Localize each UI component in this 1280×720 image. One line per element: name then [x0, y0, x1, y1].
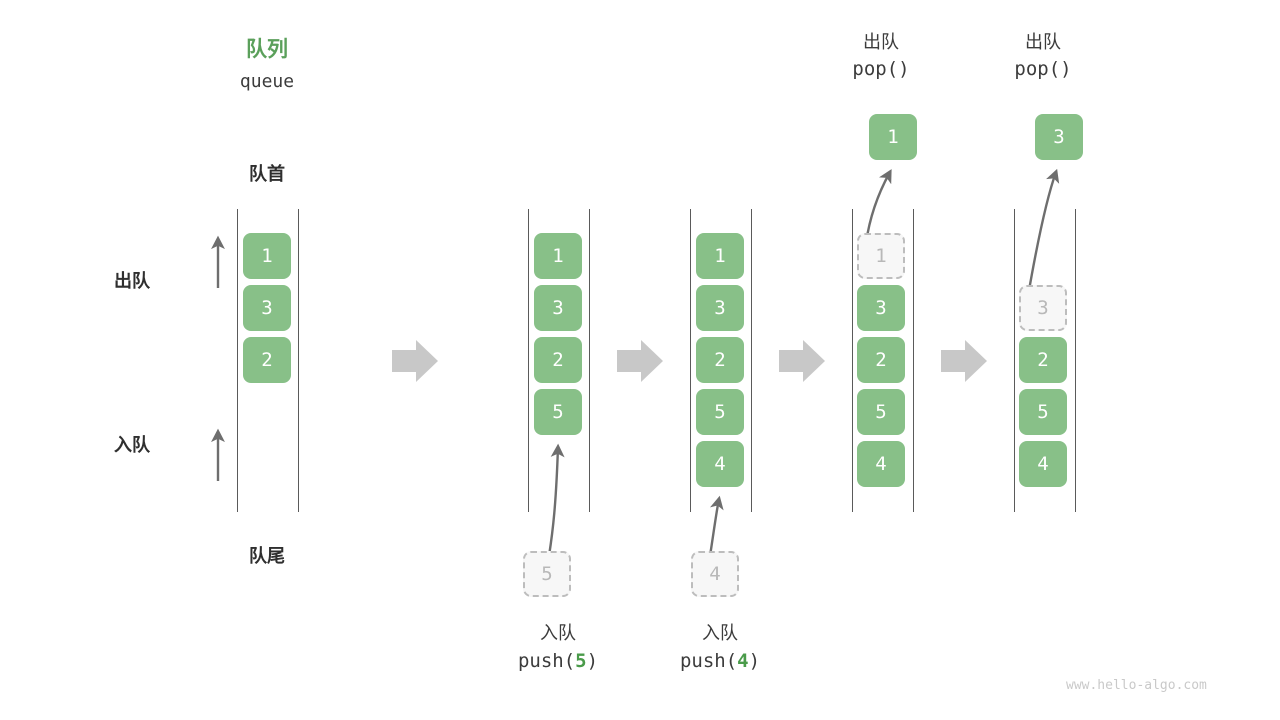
- queue-cell-ghost[interactable]: 1: [857, 233, 905, 279]
- rail-right: [913, 209, 914, 512]
- queue-cell[interactable]: 4: [696, 441, 744, 487]
- rail-left: [852, 209, 853, 512]
- queue-head-label: 队首: [249, 164, 285, 185]
- queue-cell[interactable]: 2: [696, 337, 744, 383]
- push-4-caption-cn: 入队: [702, 623, 738, 644]
- push-5-arrow: [547, 443, 565, 557]
- queue-cell[interactable]: 3: [696, 285, 744, 331]
- push-4-arrow: [708, 495, 724, 557]
- rail-right: [751, 209, 752, 512]
- queue-cell[interactable]: 5: [857, 389, 905, 435]
- dequeue-direction-label: 出队: [114, 271, 150, 292]
- push-source-cell[interactable]: 5: [523, 551, 571, 597]
- watermark: www.hello-algo.com: [1066, 678, 1207, 693]
- pop-1-caption-code: pop(): [852, 58, 910, 81]
- rail-left: [690, 209, 691, 512]
- rail-right: [298, 209, 299, 512]
- queue-cell[interactable]: 5: [534, 389, 582, 435]
- popped-cell[interactable]: 1: [869, 114, 917, 160]
- queue-cell[interactable]: 3: [243, 285, 291, 331]
- pop-3-caption-cn: 出队: [1025, 32, 1061, 53]
- push-4-code-suffix: ): [748, 650, 761, 672]
- rail-left: [1014, 209, 1015, 512]
- pop-3-arrow: [1026, 168, 1060, 297]
- push-5-caption-cn: 入队: [540, 623, 576, 644]
- rail-right: [589, 209, 590, 512]
- stage-arrow-4: [941, 340, 987, 382]
- rail-right: [1075, 209, 1076, 512]
- stage-arrow-3: [779, 340, 825, 382]
- queue-tail-label: 队尾: [249, 546, 285, 567]
- push-5-caption: 入队 push(5): [463, 620, 653, 676]
- push-source-cell[interactable]: 4: [691, 551, 739, 597]
- rail-left: [528, 209, 529, 512]
- queue-cell[interactable]: 1: [243, 233, 291, 279]
- queue-cell-ghost[interactable]: 3: [1019, 285, 1067, 331]
- queue-cell[interactable]: 2: [857, 337, 905, 383]
- push-5-code-suffix: ): [586, 650, 599, 672]
- pop-1-caption-cn: 出队: [863, 32, 899, 53]
- diagram-title-en: queue: [239, 71, 295, 92]
- queue-cell[interactable]: 2: [534, 337, 582, 383]
- push-4-code-prefix: push(: [679, 650, 738, 672]
- push-4-caption: 入队 push(4): [625, 620, 815, 676]
- pop-3-caption: 出队 pop(): [948, 30, 1138, 84]
- popped-cell[interactable]: 3: [1035, 114, 1083, 160]
- queue-cell[interactable]: 3: [857, 285, 905, 331]
- rail-left: [237, 209, 238, 512]
- queue-cell[interactable]: 2: [243, 337, 291, 383]
- enqueue-direction-label: 入队: [114, 435, 150, 456]
- diagram-title-cn: 队列: [246, 37, 288, 61]
- queue-cell[interactable]: 1: [696, 233, 744, 279]
- push-5-code-arg: 5: [575, 650, 587, 672]
- push-5-caption-code: push(5): [463, 647, 653, 676]
- queue-cell[interactable]: 4: [857, 441, 905, 487]
- queue-cell[interactable]: 3: [534, 285, 582, 331]
- queue-cell[interactable]: 2: [1019, 337, 1067, 383]
- pop-3-caption-code: pop(): [1014, 58, 1072, 81]
- push-4-caption-code: push(4): [625, 647, 815, 676]
- pop-1-caption: 出队 pop(): [786, 30, 976, 84]
- push-5-code-prefix: push(: [517, 650, 576, 672]
- queue-cell[interactable]: 4: [1019, 441, 1067, 487]
- queue-cell[interactable]: 5: [1019, 389, 1067, 435]
- stage-arrow-1: [392, 340, 438, 382]
- queue-cell[interactable]: 5: [696, 389, 744, 435]
- stage-arrow-2: [617, 340, 663, 382]
- push-4-code-arg: 4: [737, 650, 749, 672]
- queue-cell[interactable]: 1: [534, 233, 582, 279]
